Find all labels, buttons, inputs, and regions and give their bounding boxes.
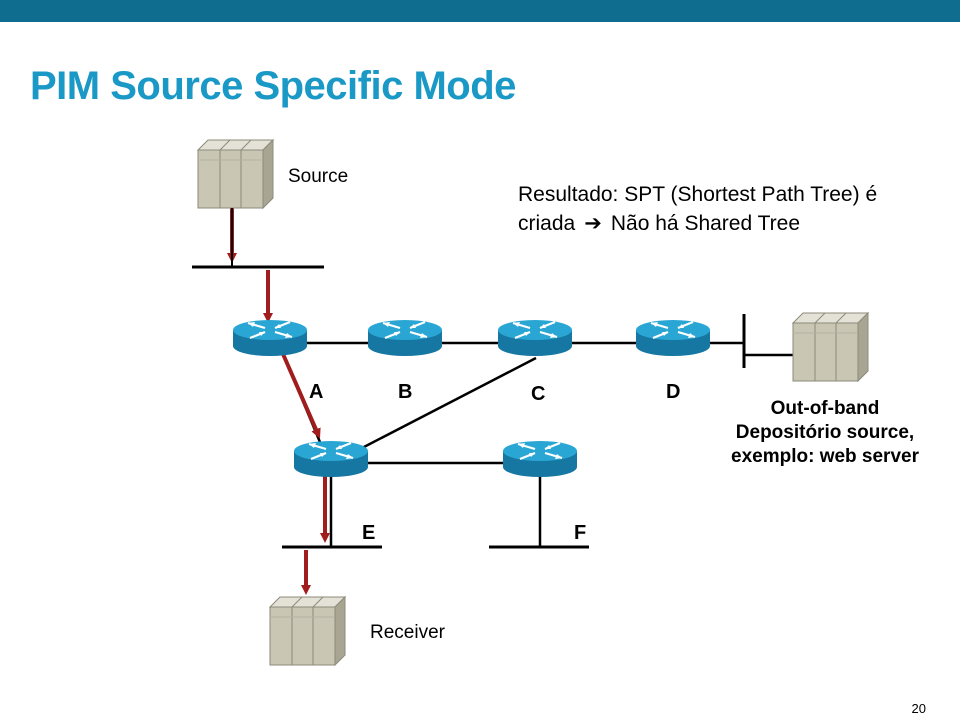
slide-title: PIM Source Specific Mode	[30, 64, 516, 108]
router-c-label: C	[531, 383, 546, 405]
result-line-1: Resultado: SPT (Shortest Path Tree) é	[518, 183, 878, 206]
top-bar	[0, 0, 960, 22]
router-d-label: D	[666, 381, 681, 403]
router-a-icon	[231, 318, 309, 358]
oob-line-3: exemplo: web server	[731, 446, 919, 467]
result-text: Resultado: SPT (Shortest Path Tree) é cr…	[518, 180, 948, 238]
router-e-label: E	[362, 522, 376, 544]
result-line-2b: Não há Shared Tree	[610, 212, 801, 235]
router-f-icon	[501, 439, 579, 479]
router-e-icon	[292, 439, 370, 479]
oob-line-2: Depositório source,	[735, 422, 915, 443]
link-c-e	[361, 356, 537, 450]
receiver-server-icon	[269, 596, 346, 666]
router-d-icon	[634, 318, 712, 358]
oob-line-1: Out-of-band	[770, 398, 880, 419]
page-number: 20	[911, 701, 926, 716]
source-label: Source	[288, 166, 349, 187]
router-a-label: A	[309, 381, 324, 403]
receiver-label: Receiver	[370, 622, 445, 643]
router-f-label: F	[574, 522, 587, 544]
router-c-icon	[496, 318, 574, 358]
right-arrow-icon: ➔	[584, 212, 602, 235]
source-server-icon	[197, 139, 274, 209]
router-b-label: B	[398, 381, 413, 403]
result-line-2a: criada	[518, 212, 576, 235]
router-b-icon	[366, 318, 444, 358]
depository-server-icon	[792, 312, 869, 382]
out-of-band-note: Out-of-band Depositório source, exemplo:…	[700, 397, 950, 469]
result-line-2: criada ➔ Não há Shared Tree	[518, 209, 948, 238]
